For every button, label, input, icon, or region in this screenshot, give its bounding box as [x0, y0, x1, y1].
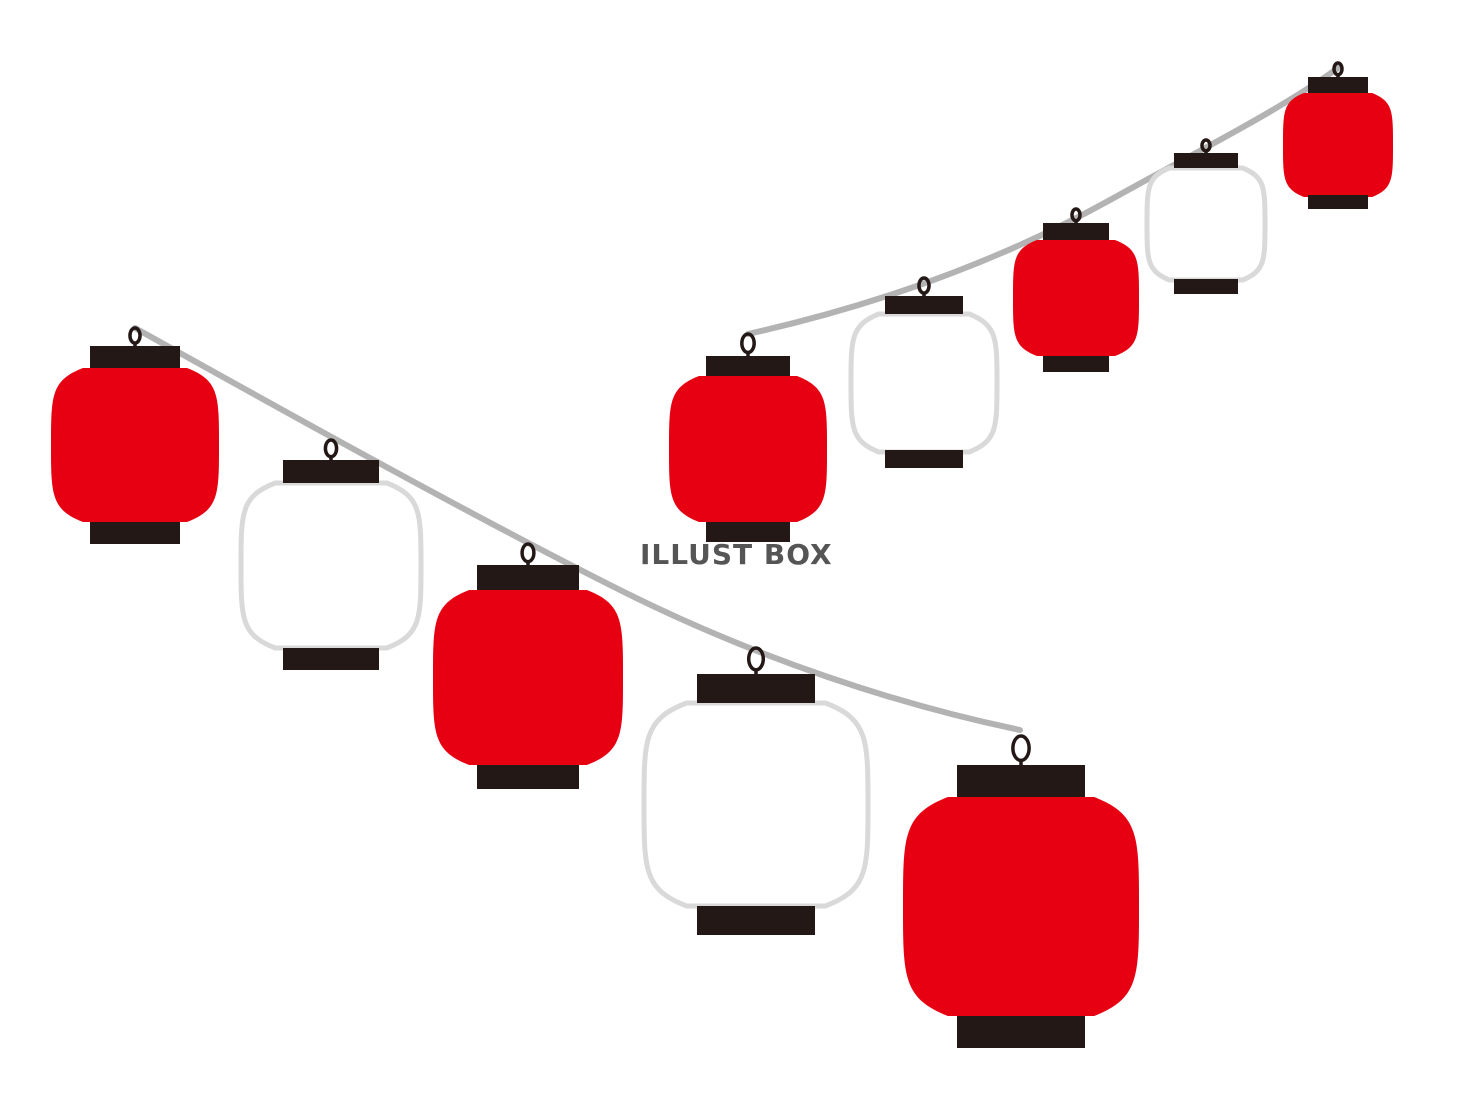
lantern-body [848, 311, 1000, 455]
red-lantern [433, 542, 623, 789]
lantern-body [641, 700, 871, 909]
lantern-top-cap [477, 565, 579, 590]
lantern-top-cap [885, 296, 963, 314]
lantern-top-cap [1174, 153, 1238, 168]
lantern-bottom-cap [885, 450, 963, 468]
lantern-hook [323, 438, 339, 459]
lantern-body [238, 480, 424, 651]
red-lantern [903, 734, 1139, 1048]
lantern-bottom-cap [1043, 356, 1109, 372]
lantern-bottom-cap [697, 906, 815, 935]
back-string [669, 61, 1393, 542]
lantern-top-cap [1043, 223, 1109, 240]
red-lantern [1013, 207, 1139, 372]
lantern-body [669, 376, 827, 522]
white-lantern [641, 646, 871, 935]
red-lantern [51, 326, 219, 544]
lantern-top-cap [90, 346, 180, 368]
watermark-text: ILLUST BOX [640, 538, 833, 571]
hanging-string [132, 325, 1023, 733]
lantern-top-cap [1308, 77, 1368, 93]
lantern-body [1283, 93, 1393, 197]
white-lantern [238, 438, 424, 670]
lantern-bottom-cap [1308, 195, 1368, 209]
lantern-hook [1011, 734, 1031, 763]
lantern-bottom-cap [283, 648, 379, 670]
hanging-string [745, 65, 1341, 337]
lantern-body [1144, 165, 1268, 283]
lantern-body [1013, 240, 1139, 356]
lantern-bottom-cap [1174, 279, 1238, 294]
lantern-top-cap [706, 356, 790, 376]
lantern-bottom-cap [90, 522, 180, 544]
lantern-top-cap [283, 460, 379, 483]
front-string [51, 325, 1139, 1048]
lantern-body [433, 590, 623, 765]
lantern-body [51, 368, 219, 522]
lantern-bottom-cap [957, 1016, 1085, 1048]
red-lantern [669, 332, 827, 542]
lantern-bottom-cap [706, 522, 790, 542]
red-lantern [1283, 61, 1393, 209]
lantern-top-cap [697, 674, 815, 703]
lantern-hook [520, 542, 536, 564]
lantern-body [903, 797, 1139, 1016]
lantern-top-cap [957, 765, 1085, 797]
lantern-bottom-cap [477, 765, 579, 789]
white-lantern [848, 276, 1000, 468]
white-lantern [1144, 138, 1268, 294]
